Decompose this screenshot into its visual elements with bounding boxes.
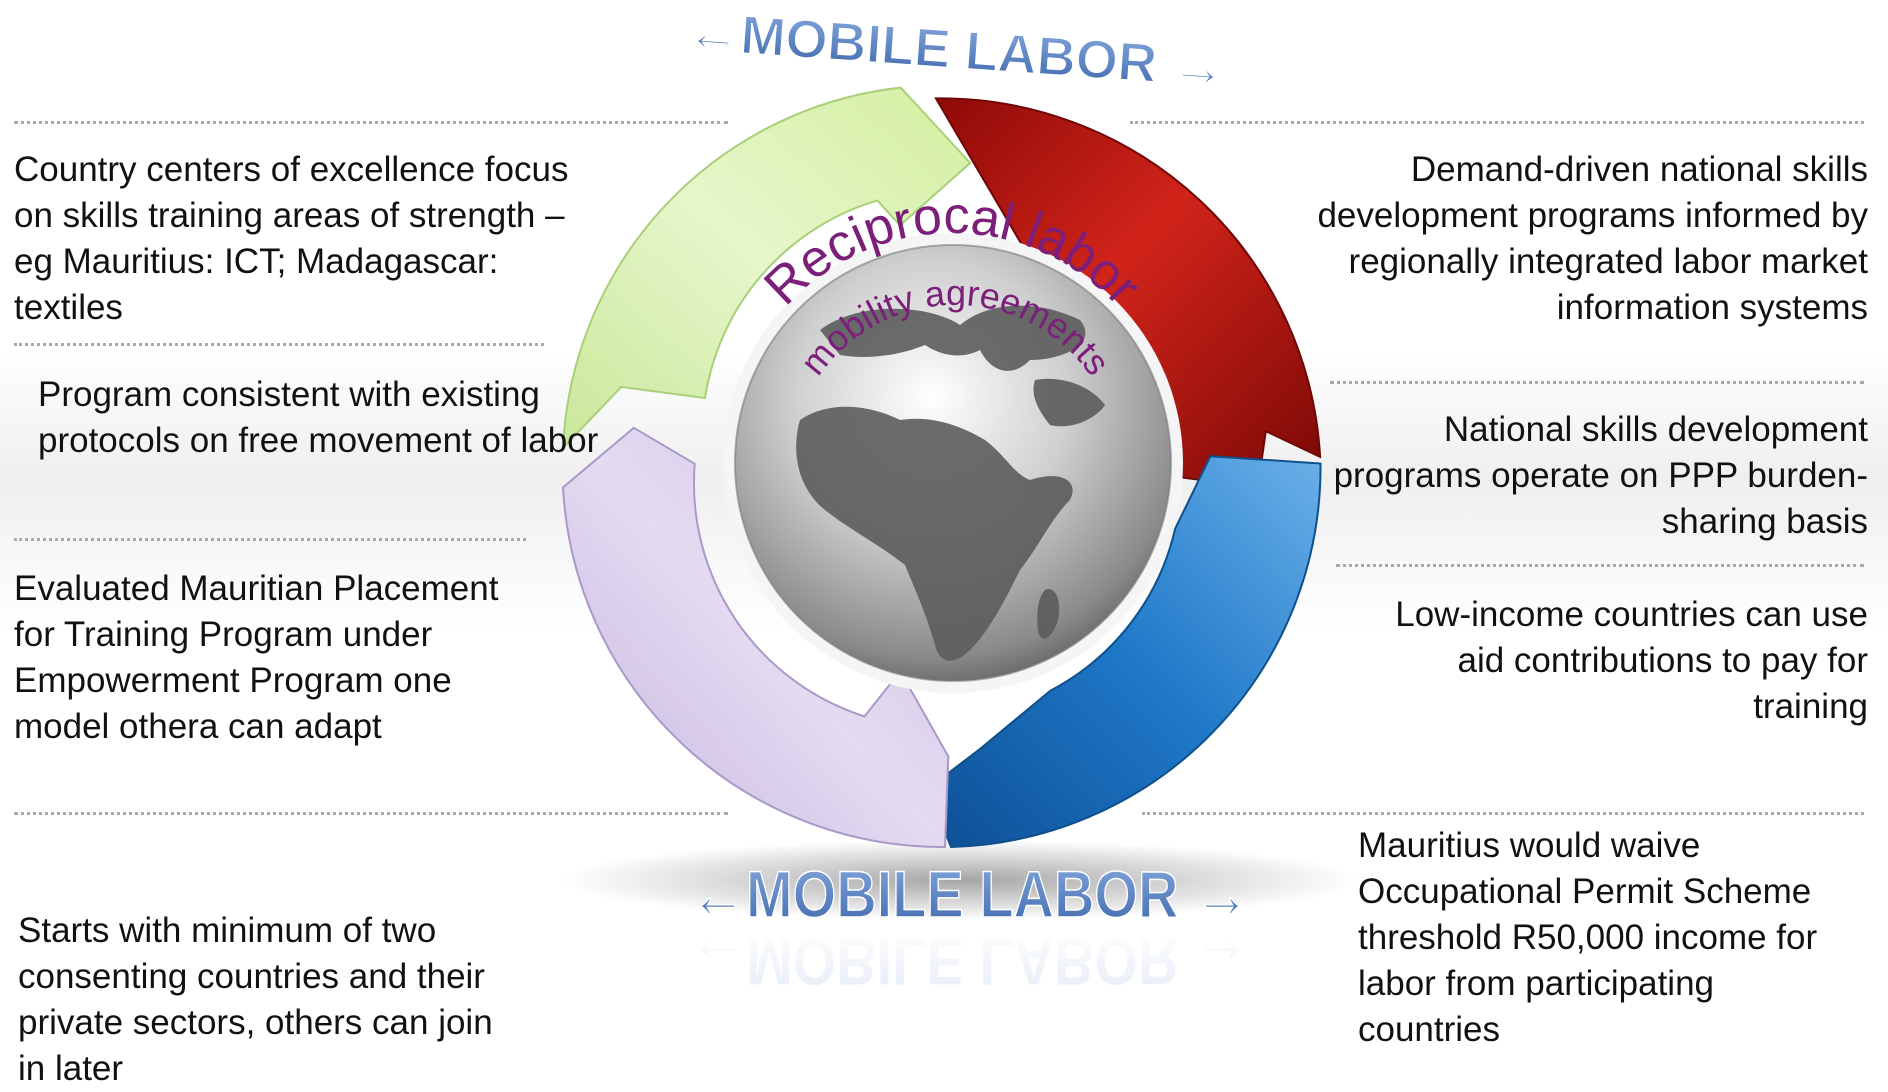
separator-rule	[1130, 121, 1864, 124]
separator-rule	[1330, 381, 1864, 384]
separator-rule	[14, 121, 728, 124]
svg-text:←MOBILE LABOR →: ←MOBILE LABOR →	[690, 925, 1250, 999]
cycle-arrow-blue	[926, 455, 1322, 849]
left-text-2: Program consistent with existing protoco…	[38, 375, 599, 460]
banner-bottom: ←MOBILE LABOR →	[690, 857, 1250, 931]
separator-rule	[14, 343, 544, 346]
left-text-1: Country centers of excellence focus on s…	[14, 150, 569, 327]
left-text-3: Evaluated Mauritian Placement for Traini…	[14, 569, 499, 746]
banner-top: ←MOBILE LABOR →	[685, 1, 1228, 99]
cycle-arrow-green	[561, 86, 972, 451]
separator-rule	[14, 538, 526, 541]
left-text-4: Starts with minimum of two consenting co…	[18, 911, 493, 1088]
floor-shadow	[560, 840, 1360, 920]
right-text-2: National skills development programs ope…	[1333, 410, 1868, 541]
separator-rule	[14, 812, 728, 815]
continents-shape	[796, 305, 1105, 661]
separator-rule	[1336, 564, 1864, 567]
banner-bottom-reflection: ←MOBILE LABOR →	[690, 925, 1250, 999]
cycle-arrow-purple	[561, 426, 950, 849]
right-text-3: Low-income countries can use aid contrib…	[1395, 595, 1868, 726]
right-text-4: Mauritius would waive Occupational Permi…	[1358, 826, 1818, 1049]
separator-rule	[1142, 812, 1864, 815]
right-text-1: Demand-driven national skills developmen…	[1317, 150, 1868, 327]
